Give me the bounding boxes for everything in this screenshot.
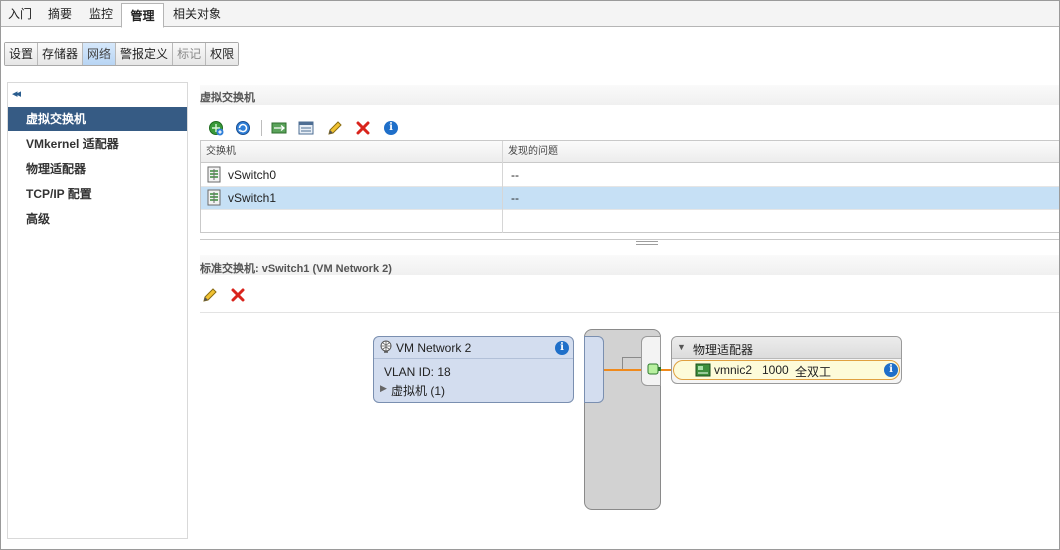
port-group-name[interactable]: VM Network 2: [396, 341, 472, 355]
nav-item-physical-adapters[interactable]: 物理适配器: [26, 162, 87, 176]
table-row[interactable]: vSwitch1 --: [201, 187, 1060, 210]
tab-getting-started[interactable]: 入门: [7, 7, 32, 21]
switch-port-segment: [584, 336, 604, 403]
port-group-icon: [379, 340, 393, 357]
column-header-switch[interactable]: 交换机: [201, 141, 502, 163]
tab-monitor[interactable]: 监控: [88, 7, 113, 21]
expand-arrow-icon[interactable]: ▶: [380, 383, 387, 393]
port-group-box[interactable]: VM Network 2 i VLAN ID: 18 ▶ 虚拟机 (1): [373, 336, 574, 403]
uplink-line: [604, 369, 650, 371]
tab-summary[interactable]: 摘要: [47, 7, 72, 21]
subtab-storage[interactable]: 存储器: [38, 43, 84, 65]
toolbar-separator: [261, 120, 262, 136]
vlan-id: VLAN ID: 18: [384, 365, 451, 379]
subtab-permissions[interactable]: 权限: [206, 43, 239, 65]
nic-name: vmnic2: [714, 363, 753, 377]
physical-nic-row[interactable]: vmnic2 1000 全双工 i: [673, 360, 900, 380]
nic-duplex: 全双工: [795, 365, 832, 379]
tab-manage[interactable]: 管理: [121, 3, 164, 28]
port-group-header: [374, 337, 573, 359]
view-settings-icon[interactable]: [297, 119, 315, 137]
remove-switch-icon[interactable]: [229, 286, 247, 304]
subtab-settings[interactable]: 设置: [5, 43, 39, 65]
edit-switch-icon[interactable]: [201, 286, 219, 304]
subtab-alarm-definitions[interactable]: 警报定义: [116, 43, 174, 65]
switches-panel-title: 虚拟交换机: [200, 92, 255, 104]
vswitch-icon: [206, 189, 222, 212]
nav-item-vmkernel-adapters[interactable]: VMkernel 适配器: [26, 137, 119, 151]
nav-item-advanced[interactable]: 高级: [26, 212, 51, 226]
collapse-arrow-icon[interactable]: ▼: [677, 342, 686, 352]
edit-icon[interactable]: [326, 119, 344, 137]
uplink-port-slot: [641, 336, 661, 386]
delete-icon[interactable]: [354, 119, 372, 137]
network-card-icon: [695, 363, 711, 380]
nic-speed: 1000: [762, 363, 789, 377]
nav-item-virtual-switches[interactable]: 虚拟交换机: [8, 107, 187, 131]
switch-name: vSwitch0: [228, 168, 277, 182]
column-divider: [502, 141, 503, 233]
vswitch-icon: [206, 166, 222, 189]
collapse-icon[interactable]: ◂◂: [12, 88, 21, 100]
switches-title-bar: [200, 85, 1060, 105]
switch-name: vSwitch1: [228, 191, 277, 205]
subtab-tags[interactable]: 标记: [173, 43, 207, 65]
table-row[interactable]: vSwitch0 --: [201, 164, 1060, 187]
info-icon[interactable]: i: [382, 119, 400, 137]
detail-title-bar: [200, 255, 1060, 275]
uplink-port-icon: [647, 363, 661, 378]
column-header-issues[interactable]: 发现的问题: [502, 141, 1060, 163]
virtual-machines-toggle[interactable]: 虚拟机 (1): [391, 384, 446, 398]
nic-info-icon[interactable]: i: [884, 363, 898, 377]
top-tab-bar: 入门 摘要 监控 管理 相关对象: [0, 0, 1060, 28]
networking-nav: ◂◂ 虚拟交换机 VMkernel 适配器 物理适配器 TCP/IP 配置 高级: [7, 82, 188, 539]
detail-divider: [200, 312, 1060, 313]
port-group-info-icon[interactable]: i: [555, 341, 569, 355]
uplink-connector: [622, 357, 642, 369]
refresh-icon[interactable]: [234, 119, 252, 137]
splitter-grip-icon[interactable]: [636, 241, 658, 245]
add-host-networking-icon[interactable]: [207, 119, 225, 137]
migrate-icon[interactable]: [270, 119, 288, 137]
tab-related-objects[interactable]: 相关对象: [172, 7, 221, 21]
virtual-switch-table: 交换机 发现的问题 vSwitch0 -- vSwitch1 --: [200, 140, 1060, 233]
subtab-networking[interactable]: 网络: [83, 43, 117, 65]
panel-splitter[interactable]: [200, 239, 1060, 247]
uplink-line-right: [661, 369, 673, 371]
sub-tab-bar: 设置 存储器 网络 警报定义 标记 权限: [4, 42, 240, 66]
switch-issues: --: [511, 168, 519, 182]
detail-panel-title: 标准交换机: vSwitch1 (VM Network 2): [200, 263, 392, 275]
physical-adapters-header: [672, 337, 901, 359]
nav-item-tcpip-config[interactable]: TCP/IP 配置: [26, 187, 92, 201]
switch-issues: --: [511, 191, 519, 205]
physical-adapters-label: 物理适配器: [693, 343, 754, 357]
